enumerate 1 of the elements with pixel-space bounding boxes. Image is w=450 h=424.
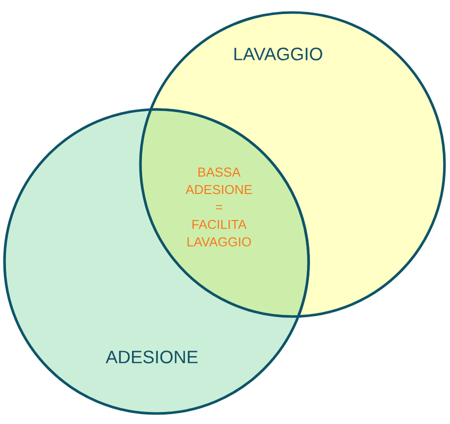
overlap-region: BASSA ADESIONE = FACILITA LAVAGGIO [139, 108, 310, 318]
